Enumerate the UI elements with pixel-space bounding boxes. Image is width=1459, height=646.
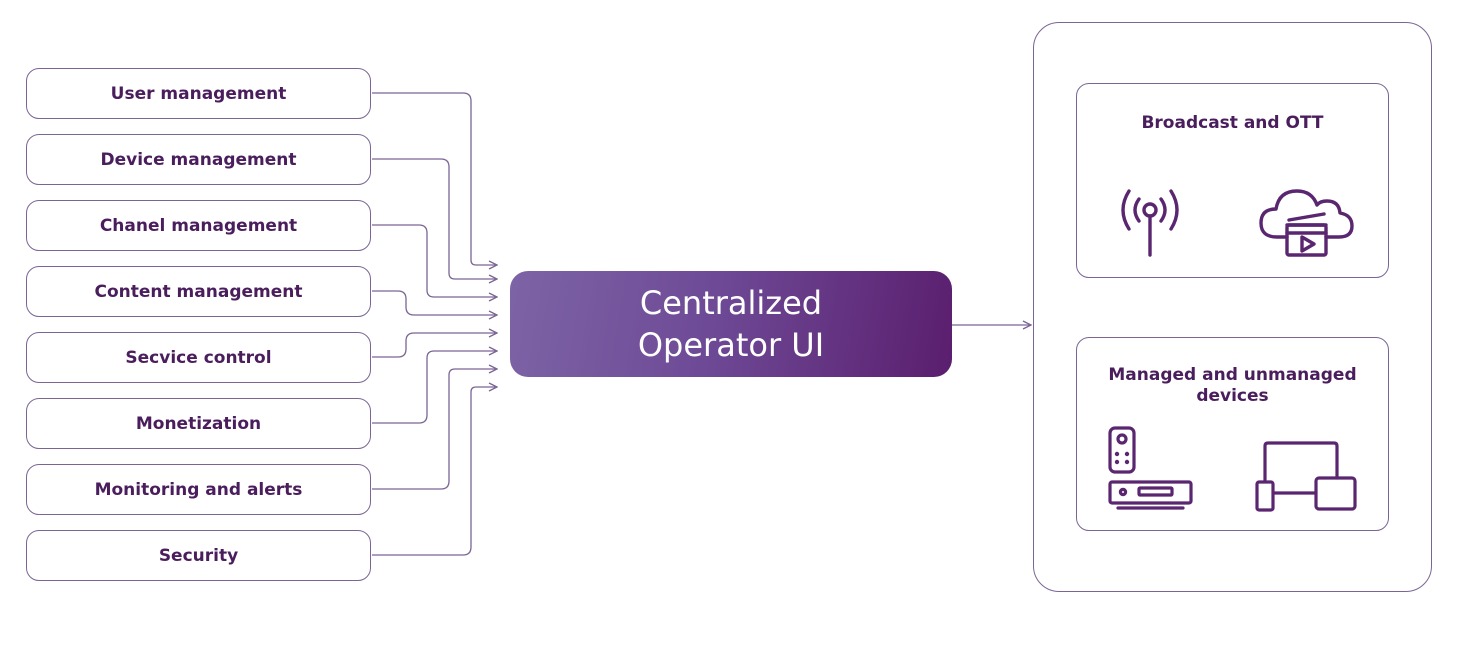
input-label: Device management (100, 149, 297, 170)
input-label: Content management (94, 281, 303, 302)
input-label: Monetization (135, 413, 262, 434)
center-title-line1: Centralized (639, 284, 823, 322)
devices-card: Managed and unmanaged devices (1076, 337, 1389, 531)
connector-monetization (372, 351, 497, 424)
cloud-video-icon (1259, 189, 1354, 257)
input-box-chanel-management: Chanel management (26, 200, 371, 251)
antenna-icon (1121, 189, 1179, 257)
input-label: Monitoring and alerts (94, 479, 303, 500)
input-box-content-management: Content management (26, 266, 371, 317)
input-box-security: Security (26, 530, 371, 581)
input-box-monetization: Monetization (26, 398, 371, 449)
devices-title-line2: devices (1196, 386, 1269, 406)
centralized-operator-ui-box: Centralized Operator UI (510, 271, 952, 377)
broadcast-ott-title: Broadcast and OTT (1141, 113, 1324, 133)
set-top-box-remote-icon (1108, 426, 1193, 510)
input-box-secvice-control: Secvice control (26, 332, 371, 383)
devices-title-line1: Managed and unmanaged (1108, 365, 1357, 385)
connector-security (372, 387, 497, 556)
center-title-line2: Operator UI (637, 326, 825, 364)
input-box-device-management: Device management (26, 134, 371, 185)
connector-device-management (372, 158, 497, 279)
connector-secvice-control (372, 333, 497, 358)
connector-chanel-management (372, 224, 497, 297)
multi-screen-icon (1255, 441, 1357, 512)
connector-monitoring-alerts (372, 369, 497, 490)
connector-content-management (372, 290, 497, 315)
broadcast-ott-card: Broadcast and OTT (1076, 83, 1389, 278)
input-label: Security (158, 545, 239, 566)
input-box-user-management: User management (26, 68, 371, 119)
input-label: Secvice control (125, 347, 272, 368)
output-panel (1033, 22, 1432, 592)
input-box-monitoring-alerts: Monitoring and alerts (26, 464, 371, 515)
input-label: Chanel management (99, 215, 298, 236)
connector-user-management (372, 92, 497, 265)
input-label: User management (110, 83, 287, 104)
